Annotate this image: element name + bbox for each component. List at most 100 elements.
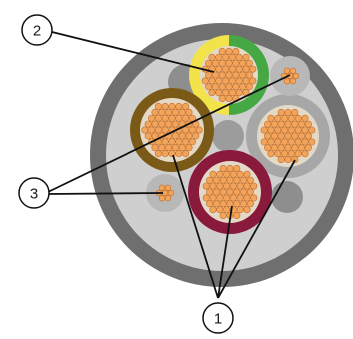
svg-text:1: 1 <box>214 311 222 328</box>
copper-strand <box>208 89 216 97</box>
copper-strand <box>284 156 292 164</box>
copper-strand <box>161 189 169 197</box>
copper-strand <box>226 176 234 184</box>
copper-strand <box>219 188 227 196</box>
copper-strand <box>167 189 175 197</box>
callout-1: 1 <box>202 302 234 334</box>
filler-gap <box>271 181 303 213</box>
copper-strand <box>222 89 230 97</box>
copper-strand <box>304 144 312 152</box>
copper-strand <box>165 108 173 116</box>
copper-strand <box>235 65 243 73</box>
copper-strand <box>223 194 231 202</box>
copper-strand <box>215 77 223 85</box>
copper-strand <box>154 150 162 158</box>
copper-strand <box>239 59 247 67</box>
callout-3: 3 <box>18 177 50 209</box>
copper-strand <box>178 144 186 152</box>
copper-strand <box>226 164 234 172</box>
svg-text:2: 2 <box>33 23 41 40</box>
copper-strand <box>287 150 295 158</box>
copper-strand <box>270 144 278 152</box>
copper-strand <box>291 120 299 128</box>
copper-strand <box>185 132 193 140</box>
copper-strand <box>284 120 292 128</box>
copper-strand <box>233 212 241 220</box>
copper-strand <box>294 114 302 122</box>
copper-strand <box>212 188 220 196</box>
copper-strand <box>274 126 282 134</box>
phase-conductor-grey <box>246 94 330 178</box>
copper-strand <box>223 206 231 214</box>
copper-strand <box>240 200 248 208</box>
copper-strand <box>195 126 203 134</box>
copper-strand <box>211 71 219 79</box>
copper-strand <box>233 200 241 208</box>
copper-strand <box>308 126 316 134</box>
copper-strand <box>178 132 186 140</box>
copper-strand <box>144 132 152 140</box>
copper-strand <box>283 78 291 85</box>
copper-strand <box>246 176 254 184</box>
copper-strand <box>171 144 179 152</box>
copper-strand <box>292 72 300 80</box>
copper-strand <box>304 132 312 140</box>
copper-strand <box>182 150 190 158</box>
copper-strand <box>240 176 248 184</box>
copper-strand <box>242 77 250 85</box>
copper-strand <box>218 71 226 79</box>
copper-strand <box>209 206 217 214</box>
copper-strand <box>171 120 179 128</box>
copper-strand <box>171 132 179 140</box>
copper-strand <box>277 108 285 116</box>
copper-strand <box>232 47 240 55</box>
copper-strand <box>270 120 278 128</box>
copper-strand <box>209 194 217 202</box>
copper-strand <box>229 194 237 202</box>
copper-strand <box>158 144 166 152</box>
copper-strand <box>267 138 275 146</box>
copper-strand <box>287 114 295 122</box>
copper-strand <box>270 132 278 140</box>
copper-strand <box>158 108 166 116</box>
copper-strand <box>168 138 176 146</box>
copper-strand <box>301 138 309 146</box>
copper-strand <box>215 65 223 73</box>
copper-strand <box>289 78 297 85</box>
copper-strand <box>216 194 224 202</box>
copper-strand <box>304 120 312 128</box>
copper-strand <box>182 138 190 146</box>
copper-strand <box>236 170 244 178</box>
copper-strand <box>216 206 224 214</box>
copper-strand <box>243 206 251 214</box>
copper-strand <box>223 170 231 178</box>
copper-strand <box>148 126 156 134</box>
copper-strand <box>267 126 275 134</box>
copper-strand <box>215 53 223 61</box>
copper-strand <box>161 150 169 158</box>
copper-strand <box>246 200 254 208</box>
copper-strand <box>222 53 230 61</box>
copper-strand <box>161 114 169 122</box>
copper-strand <box>144 120 152 128</box>
copper-strand <box>229 182 237 190</box>
copper-strand <box>235 53 243 61</box>
copper-strand <box>216 182 224 190</box>
copper-strand <box>218 95 226 103</box>
copper-strand <box>202 182 210 190</box>
copper-strand <box>291 156 299 164</box>
copper-strand <box>205 59 213 67</box>
copper-strand <box>208 53 216 61</box>
copper-strand <box>212 200 220 208</box>
copper-strand <box>206 176 214 184</box>
copper-strand <box>151 120 159 128</box>
copper-strand <box>239 83 247 91</box>
copper-strand <box>228 53 236 61</box>
copper-strand <box>235 77 243 85</box>
copper-strand <box>294 126 302 134</box>
copper-strand <box>283 67 291 74</box>
auxiliary-core-top-right <box>270 56 310 96</box>
copper-strand <box>175 102 183 110</box>
copper-strand <box>287 138 295 146</box>
